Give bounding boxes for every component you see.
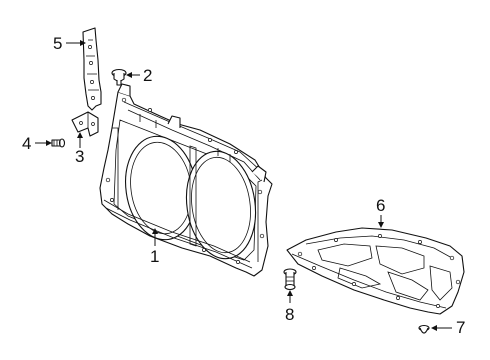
svg-text:3: 3	[75, 147, 84, 166]
part-8-push-clip	[283, 268, 297, 291]
callout-2: 2	[126, 66, 152, 85]
callout-1: 1	[150, 228, 159, 266]
callout-8: 8	[285, 290, 294, 324]
part-4-bolt	[51, 138, 66, 148]
part-6-undercover	[286, 227, 465, 315]
svg-text:5: 5	[53, 34, 62, 53]
callout-7: 7	[431, 318, 465, 337]
part-7-grommet	[418, 324, 430, 334]
part-1-frame	[99, 83, 273, 277]
svg-text:1: 1	[150, 247, 159, 266]
part-2-clip	[111, 68, 127, 86]
svg-text:8: 8	[285, 305, 294, 324]
svg-text:7: 7	[456, 318, 465, 337]
svg-text:4: 4	[22, 134, 31, 153]
callout-5: 5	[53, 34, 86, 53]
callout-4: 4	[22, 134, 52, 153]
callout-6: 6	[376, 196, 385, 228]
svg-text:6: 6	[376, 196, 385, 215]
svg-text:2: 2	[143, 66, 152, 85]
callout-3: 3	[75, 132, 84, 166]
part-3-bracket	[71, 111, 99, 137]
part-5-bracket	[82, 27, 102, 111]
